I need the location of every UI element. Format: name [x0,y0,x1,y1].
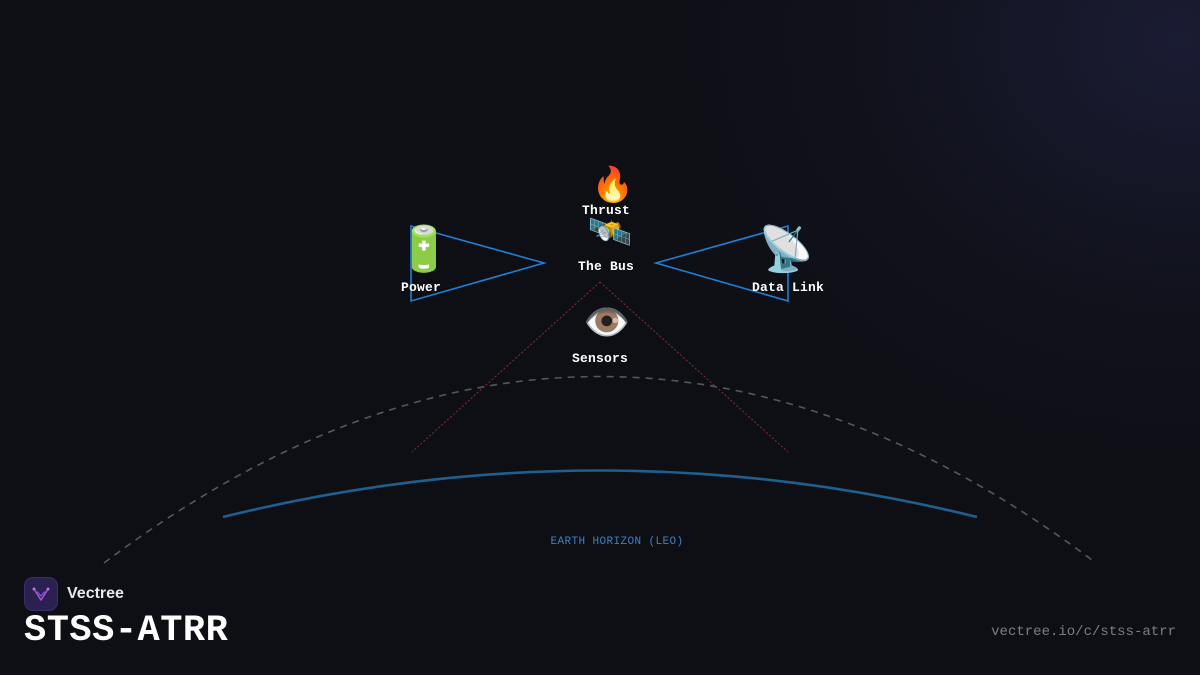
brand-name: Vectree [67,585,124,602]
bus-node: 🛰️ The Bus [546,212,666,275]
sensors-label: Sensors [571,351,628,366]
satellite-icon: 🛰️ [587,212,633,253]
orbit-arc [103,375,1097,564]
vectree-logo-icon [24,577,58,611]
data-link-node: 📡 Data Link [728,228,848,296]
bus-label: The Bus [577,259,634,274]
power-link [410,224,547,303]
power-node: 🔋 Power [361,224,481,296]
data-link-label: Data Link [751,280,824,295]
thrust-node: 🔥 Thrust [546,168,666,218]
eye-icon: 👁️ [583,300,631,344]
earth-horizon-label: EARTH HORIZON (LEO) [550,536,684,548]
thrust-label: Thrust [581,203,630,218]
power-label: Power [400,280,441,295]
satellite-dish-icon: 📡 [758,224,814,275]
data-link-link [653,224,789,303]
battery-icon: 🔋 [396,224,452,275]
fire-icon: 🔥 [591,165,635,205]
brand[interactable]: Vectree [24,577,124,611]
sensors-node: 👁️ Sensors [540,303,660,366]
page-url[interactable]: vectree.io/c/stss-atrr [991,624,1176,640]
earth-horizon-arc [222,469,978,519]
page-title: STSS-ATRR [24,610,229,652]
